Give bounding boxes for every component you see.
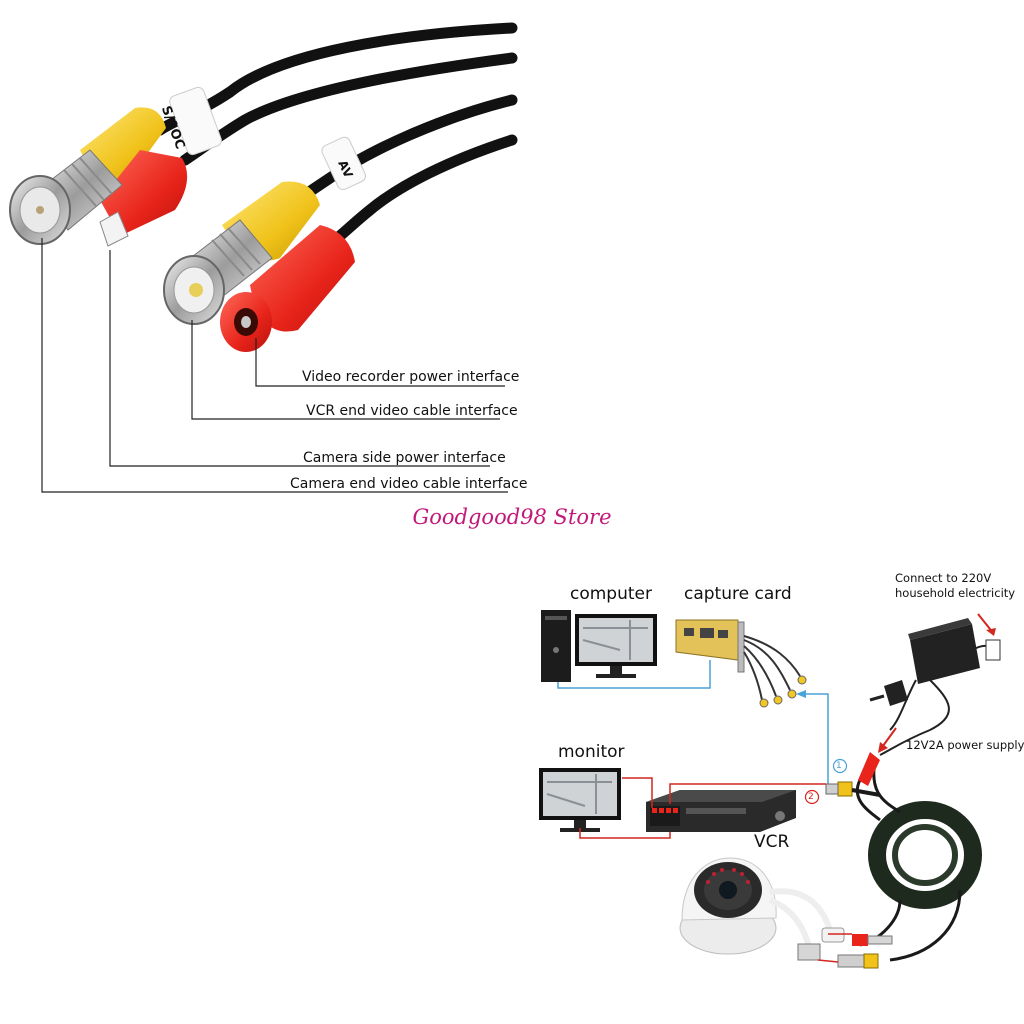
- camera-side-plugs: [817, 933, 893, 969]
- label-power-note-2: household electricity: [895, 586, 1016, 600]
- marker-1-circle: [832, 758, 848, 774]
- computer-tower: [541, 610, 571, 682]
- callout-vcr-video: VCR end video cable interface: [306, 403, 518, 419]
- bnc-connector-1: [9, 149, 123, 245]
- cable-print-right: [321, 136, 367, 191]
- label-monitor: monitor: [558, 742, 625, 762]
- callout-lines: [41, 238, 508, 493]
- callout-recorder-power: Video recorder power interface: [302, 369, 520, 385]
- marker-2-circle: [804, 789, 820, 805]
- computer-monitor: [575, 614, 657, 678]
- store-watermark: Goodgood98 Store: [412, 505, 612, 529]
- capture-card: [675, 619, 807, 708]
- cable-coil: [856, 759, 982, 962]
- red-socket-2: [220, 225, 355, 352]
- red-links: [579, 777, 826, 839]
- callout-camera-video: Camera end video cable interface: [290, 476, 528, 492]
- vcr-device: [646, 790, 796, 832]
- label-computer: computer: [570, 584, 652, 604]
- power-adapter: [869, 618, 1001, 756]
- label-power-note-1: Connect to 220V: [895, 571, 992, 585]
- callout-camera-power: Camera side power interface: [303, 450, 506, 466]
- marker-1-label: 1: [836, 761, 842, 771]
- cable-print-left: [169, 86, 222, 156]
- marker-2-label: 2: [808, 792, 814, 802]
- label-power-supply: 12V2A power supply: [906, 738, 1024, 752]
- blue-links: [557, 660, 829, 785]
- bnc-connector-2: [163, 219, 273, 325]
- red-plug-1: [99, 150, 188, 247]
- vcr-side-plugs: [825, 752, 881, 797]
- dome-camera: [679, 857, 845, 961]
- label-vcr: VCR: [754, 832, 790, 852]
- monitor-device: [539, 768, 621, 832]
- label-capture-card: capture card: [684, 584, 792, 604]
